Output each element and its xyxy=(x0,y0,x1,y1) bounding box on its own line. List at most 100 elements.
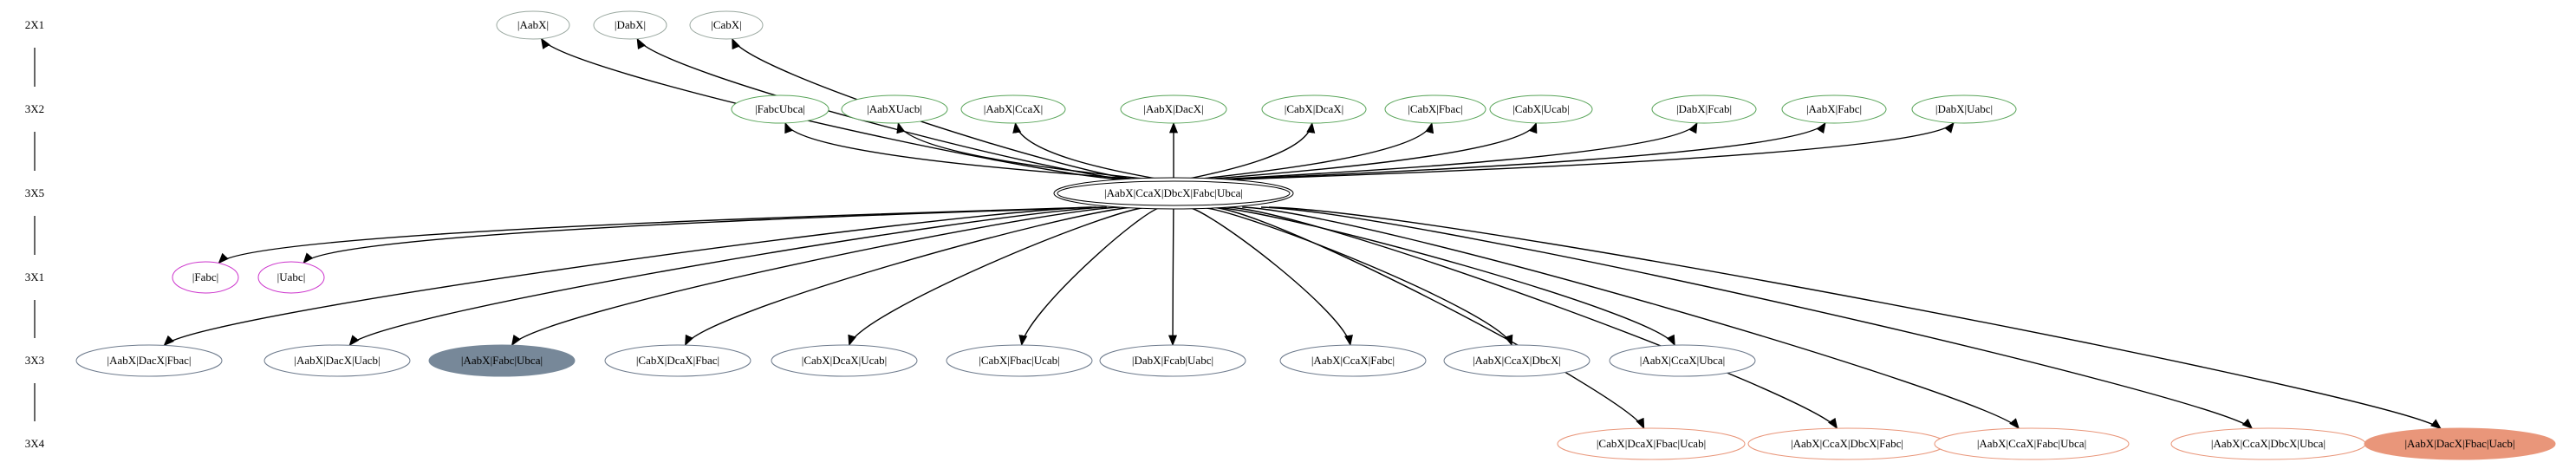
node-label: |AabX|CcaX|DbcX|Ubca| xyxy=(2211,437,2326,450)
node-aabxccaxdbcx[interactable]: |AabX|CcaX|DbcX| xyxy=(1443,344,1590,377)
edge-center-to-fabc xyxy=(218,206,1096,264)
edge-center-to-cabxdcaxfbac xyxy=(684,206,1135,347)
node-label: |AabX|Fabc| xyxy=(1806,102,1862,115)
node-cabxdcax[interactable]: |CabX|DcaX| xyxy=(1261,94,1367,124)
node-label: |CabX|DcaX|Fbac|Ucab| xyxy=(1597,437,1706,450)
node-shape xyxy=(1279,344,1427,377)
node-cabxucab[interactable]: |CabX|Ucab| xyxy=(1489,94,1593,124)
node-label: |CabX|Ucab| xyxy=(1512,102,1570,115)
node-shape xyxy=(841,94,948,124)
node-aabx[interactable]: |AabX| xyxy=(496,10,570,40)
edge-center-to-aabxccaxfabc xyxy=(1187,206,1353,347)
node-shape xyxy=(1781,94,1887,124)
node-label: |Fabc| xyxy=(192,270,218,283)
node-aabxccax[interactable]: |AabX|CcaX| xyxy=(960,94,1066,124)
node-dabxuabc[interactable]: |DabX|Uabc| xyxy=(1911,94,2017,124)
node-uabc[interactable]: |Uabc| xyxy=(257,261,325,294)
edge-center-to-dabxfcabuabc xyxy=(1168,206,1178,347)
node-aabxfabc[interactable]: |AabX|Fabc| xyxy=(1781,94,1887,124)
node-label: |DabX| xyxy=(615,18,646,31)
node-aabxdacxfbacuacb[interactable]: |AabX|DacX|Fbac|Uacb| xyxy=(2364,427,2556,460)
node-label: |AabX|CcaX|Fabc| xyxy=(1311,354,1395,367)
node-label: |CabX|Fbac|Ucab| xyxy=(979,354,1059,367)
edge-center-to-cabxfbac xyxy=(1194,121,1434,180)
node-label: |AabX|DacX|Fbac| xyxy=(107,354,191,367)
node-shape xyxy=(257,261,325,294)
node-cabxfbacucab[interactable]: |CabX|Fbac|Ucab| xyxy=(946,344,1093,377)
node-label: |AabX| xyxy=(517,18,549,31)
node-label: |DabX|Uabc| xyxy=(1935,102,1993,115)
edge-center-to-aabxccax xyxy=(1012,121,1161,180)
node-aabxccaxfabcubca[interactable]: |AabX|CcaX|Fabc|Ubca| xyxy=(1934,427,2130,460)
node-label: |DabX|Fcab|Uabc| xyxy=(1132,354,1213,367)
node-aabxccaxubca[interactable]: |AabX|CcaX|Ubca| xyxy=(1609,344,1756,377)
node-label: |FabcUbca| xyxy=(755,102,805,115)
edge-center-to-fabcubca xyxy=(784,121,1142,180)
node-label: |AabX|Fabc|Ubca| xyxy=(461,354,543,367)
node-aabxccaxdbcxfabc[interactable]: |AabX|CcaX|DbcX|Fabc| xyxy=(1747,427,1947,460)
node-shape xyxy=(960,94,1066,124)
node-label: |CabX|DcaX| xyxy=(1285,102,1343,115)
edge-center-to-aabxccaxdbcxubca xyxy=(1260,206,2254,430)
node-aabxuacb[interactable]: |AabXUacb| xyxy=(841,94,948,124)
node-aabxdacx[interactable]: |AabX|DacX| xyxy=(1120,94,1227,124)
level-label-3x3: 3X3 xyxy=(25,354,44,367)
node-cabxdcaxfbacucab[interactable]: |CabX|DcaX|Fbac|Ucab| xyxy=(1557,427,1746,460)
edge-center-to-aabxdacxfbacuacb xyxy=(1268,206,2442,430)
level-label-3x5: 3X5 xyxy=(25,186,44,199)
node-aabxfabcubca[interactable]: |AabX|Fabc|Ubca| xyxy=(428,344,576,377)
node-shape xyxy=(604,344,751,377)
node-shape xyxy=(1099,344,1246,377)
node-layer: |AabX| |DabX| |CabX| |FabcUbca| |AabXUacb| |A… xyxy=(75,10,2556,460)
node-fabc[interactable]: |Fabc| xyxy=(172,261,239,294)
node-label: |Uabc| xyxy=(277,270,306,283)
node-label: |CabX|DcaX|Fbac| xyxy=(636,354,719,367)
edge-center-to-aabxfabcubca xyxy=(511,206,1121,347)
edge-center-to-uabc xyxy=(302,206,1103,264)
node-dabxfcab[interactable]: |DabX|Fcab| xyxy=(1651,94,1757,124)
node-aabxccaxdbcxubca[interactable]: |AabX|CcaX|DbcX|Ubca| xyxy=(2170,427,2366,460)
node-cabxfbac[interactable]: |CabX|Fbac| xyxy=(1384,94,1486,124)
node-shape xyxy=(496,10,570,40)
node-label: |AabX|CcaX|Fabc|Ubca| xyxy=(1977,437,2086,450)
node-shape xyxy=(689,10,764,40)
node-fabcubca[interactable]: |FabcUbca| xyxy=(731,94,829,124)
node-shape xyxy=(1934,427,2130,460)
node-shape xyxy=(1443,344,1590,377)
node-label: |AabX|CcaX|DbcX| xyxy=(1473,354,1561,367)
edge-center-to-cabxdcaxfbacucab xyxy=(1212,206,1645,430)
node-dabx[interactable]: |DabX| xyxy=(593,10,667,40)
node-aabxccaxfabc[interactable]: |AabX|CcaX|Fabc| xyxy=(1279,344,1427,377)
node-dabxfcabuabc[interactable]: |DabX|Fcab|Uabc| xyxy=(1099,344,1246,377)
node-cabxdcaxucab[interactable]: |CabX|DcaX|Ucab| xyxy=(771,344,918,377)
node-shape xyxy=(2364,427,2556,460)
edge-center-to-dabxuabc xyxy=(1236,121,1955,180)
node-center[interactable]: |AabX|CcaX|DbcX|Fabc|Ubca| xyxy=(1053,177,1294,210)
edge-layer xyxy=(163,37,2442,430)
node-label: |AabX|CcaX|Ubca| xyxy=(1640,354,1725,367)
node-cabx[interactable]: |CabX| xyxy=(689,10,764,40)
node-label: |AabXUacb| xyxy=(867,102,922,115)
edge-center-to-cabxdcaxucab xyxy=(848,206,1148,347)
node-shape xyxy=(263,344,411,377)
node-label: |DabX|Fcab| xyxy=(1676,102,1732,115)
level-label-3x4: 3X4 xyxy=(25,437,45,450)
edge-center-to-aabxdacxuacb xyxy=(348,206,1107,347)
node-shape xyxy=(75,344,223,377)
node-cabxdcaxfbac[interactable]: |CabX|DcaX|Fbac| xyxy=(604,344,751,377)
edge-center-to-aabxfabc xyxy=(1226,121,1826,180)
node-shape xyxy=(946,344,1093,377)
node-aabxdacxuacb[interactable]: |AabX|DacX|Uacb| xyxy=(263,344,411,377)
node-label: |AabX|DacX|Uacb| xyxy=(294,354,380,367)
edge-center-to-aabxdacxfbac xyxy=(163,206,1092,347)
node-shape xyxy=(1609,344,1756,377)
node-shape xyxy=(1053,177,1294,210)
node-aabxdacxfbac[interactable]: |AabX|DacX|Fbac| xyxy=(75,344,223,377)
node-shape xyxy=(593,10,667,40)
level-label-3x1: 3X1 xyxy=(25,270,44,283)
node-shape xyxy=(428,344,576,377)
node-label: |CabX|Fbac| xyxy=(1408,102,1462,115)
edge-center-to-dabxfcab xyxy=(1215,121,1698,180)
edge-center-to-cabxdcax xyxy=(1184,121,1316,180)
